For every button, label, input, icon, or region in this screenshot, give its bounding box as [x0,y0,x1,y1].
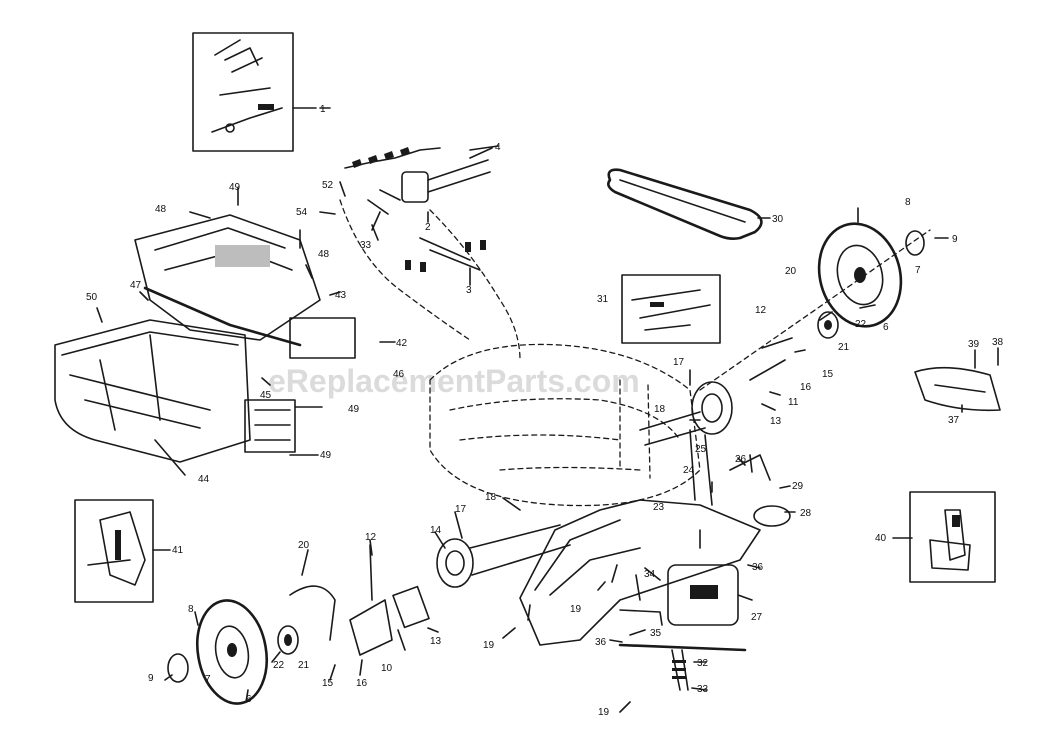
callout-21-right: 21 [838,342,850,353]
callout-labels: 1 2 3 4 6 6 7 7 8 8 9 9 10 11 12 12 13 1… [86,104,1004,718]
callout-17-left: 17 [455,504,467,515]
callout-33-lower: 33 [697,684,709,695]
callout-19-c: 19 [598,707,610,718]
callout-47: 47 [130,280,142,291]
callout-34: 34 [644,569,656,580]
callout-23: 23 [653,502,665,513]
callout-17-right: 17 [673,357,685,368]
callout-33-upper: 33 [360,240,372,251]
callout-19-a: 19 [570,604,582,615]
callout-18-right: 18 [654,404,666,415]
right-wheel [699,222,931,391]
callout-6-right: 6 [883,322,889,333]
grass-catcher [54,214,356,476]
transmission-frame [519,429,791,691]
callout-7-right: 7 [915,265,921,276]
callout-8-left: 8 [188,604,194,615]
callout-45: 45 [260,390,272,401]
callout-54: 54 [296,207,308,218]
callout-46: 46 [393,369,405,380]
callout-20-left: 20 [298,540,310,551]
callout-44: 44 [198,474,210,485]
callout-16-right: 16 [800,382,812,393]
callout-25: 25 [695,444,707,455]
part-37-guard [914,366,1001,412]
callout-1: 1 [320,104,326,115]
callout-6-left: 6 [246,694,252,705]
mower-deck [429,343,701,507]
callout-42: 42 [396,338,408,349]
callout-15-right: 15 [822,369,834,380]
inset-box-1 [192,32,317,152]
callout-49-mid: 49 [348,404,360,415]
rear-axle-left [349,524,571,656]
handle-assembly [339,145,521,361]
callout-48-right: 48 [318,249,330,260]
callout-22-right: 22 [855,319,867,330]
callout-2: 2 [425,222,431,233]
callout-14: 14 [430,525,442,536]
callout-13-left: 13 [430,636,442,647]
callout-49-top: 49 [229,182,241,193]
callout-36-left: 36 [595,637,607,648]
callout-50: 50 [86,292,98,303]
callout-20-right: 20 [785,266,797,277]
callout-36-right: 36 [752,562,764,573]
leader-lines [96,107,999,713]
callout-24: 24 [683,465,695,476]
callout-9-left: 9 [148,673,154,684]
callout-35: 35 [650,628,662,639]
callout-40: 40 [875,533,887,544]
callout-9-right: 9 [952,234,958,245]
callout-31: 31 [597,294,609,305]
callout-12-left: 12 [365,532,377,543]
callout-26: 26 [735,454,747,465]
callout-52: 52 [322,180,334,191]
callout-29: 29 [792,481,804,492]
callout-10: 10 [381,663,393,674]
callout-3: 3 [466,285,472,296]
callout-13-right: 13 [770,416,782,427]
rear-axle-right [639,337,793,446]
callout-11: 11 [788,397,799,408]
callout-27: 27 [751,612,763,623]
callout-28: 28 [800,508,812,519]
callout-30: 30 [772,214,784,225]
inset-box-41 [74,499,154,603]
callout-4: 4 [495,142,501,153]
callout-8-right: 8 [905,197,911,208]
callout-18-left: 18 [485,492,497,503]
callout-16-left: 16 [356,678,368,689]
callout-38: 38 [992,337,1004,348]
belt-30 [607,168,771,240]
callout-7-left: 7 [205,674,211,685]
callout-32: 32 [697,658,709,669]
callout-12-right: 12 [755,305,767,316]
watermark-text: eReplacementParts.com [268,363,640,399]
callout-22-left: 22 [273,660,285,671]
callout-21-left: 21 [298,660,310,671]
callout-15-left: 15 [322,678,334,689]
callout-41: 41 [172,545,184,556]
callout-37: 37 [948,415,960,426]
callout-49-bottom: 49 [320,450,332,461]
left-wheel [167,585,336,705]
callout-48-left: 48 [155,204,167,215]
callout-39: 39 [968,339,980,350]
callout-43: 43 [335,290,347,301]
callout-19-b: 19 [483,640,495,651]
inset-box-40 [909,491,996,583]
inset-box-31 [621,274,721,344]
